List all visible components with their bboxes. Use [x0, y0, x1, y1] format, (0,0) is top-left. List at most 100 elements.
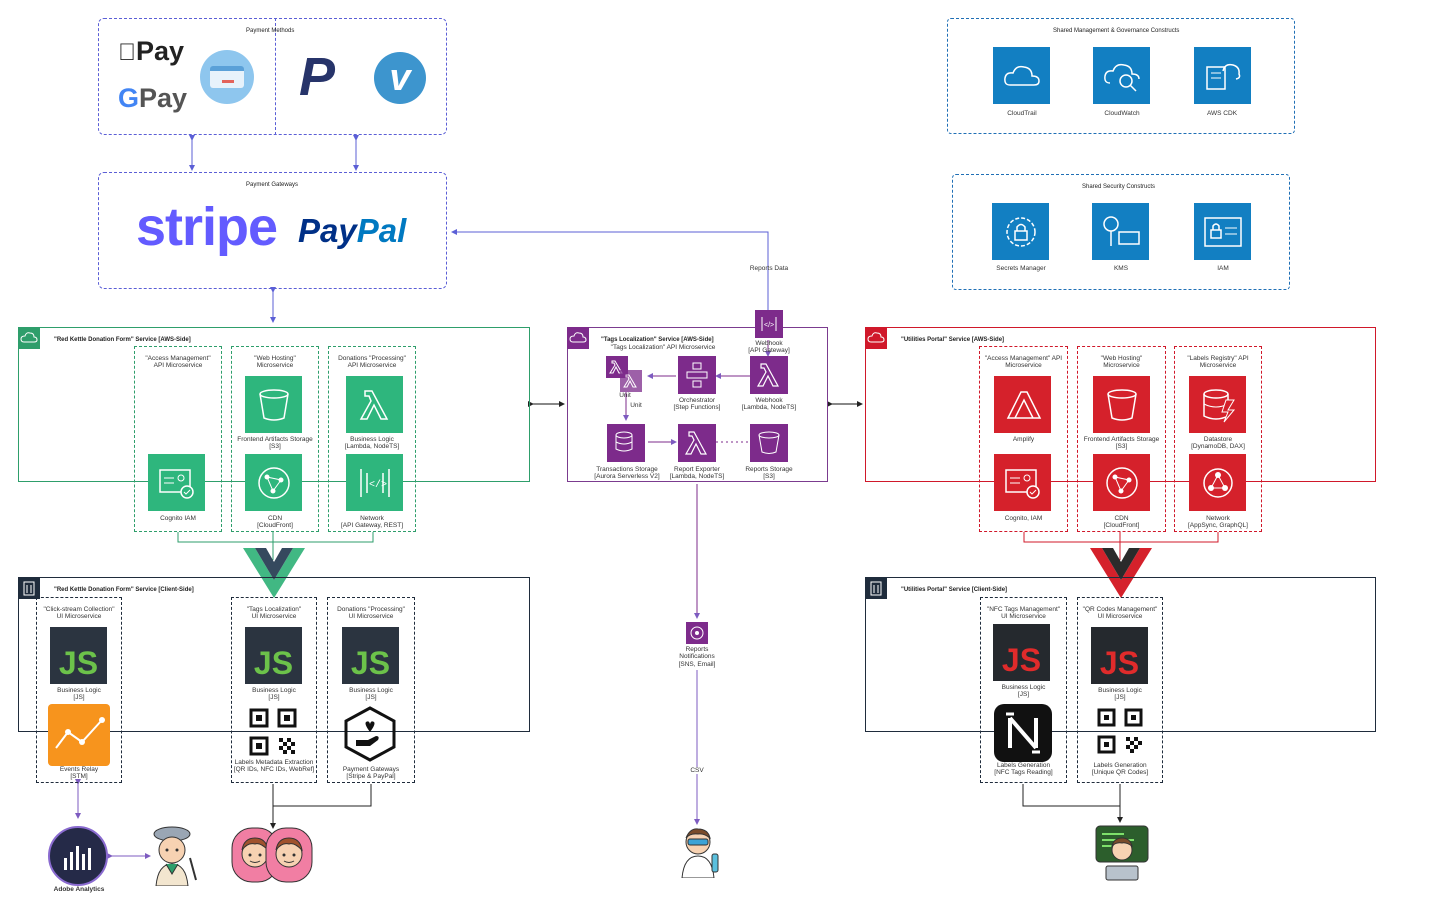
- stripe-logo: stripe: [136, 197, 278, 257]
- secrets-manager-label: Secrets Manager: [996, 265, 1046, 272]
- aurora-icon: [607, 424, 645, 462]
- qr-generation-label: Labels Generation [Unique QR Codes]: [1091, 762, 1149, 777]
- up-qr-label: "QR Codes Management" UI Microservice: [1082, 606, 1158, 621]
- rk-tags-ui-ms: [231, 597, 317, 783]
- scientist-avatar-icon: [676, 826, 722, 879]
- step-functions-icon: [678, 356, 716, 394]
- vue-logo: [243, 548, 305, 598]
- cloud-icon: [18, 327, 40, 349]
- payment-gateways-title: Payment Gateways: [246, 182, 299, 188]
- svg-text:</>: </>: [764, 322, 774, 329]
- up-cdn-label: CDN [CloudFront]: [1103, 515, 1140, 530]
- shared-management-title: Shared Management & Governance Construct…: [1053, 28, 1180, 34]
- utilities-portal-client-title: "Utilities Portal" Service [Client-Side]: [901, 587, 1008, 593]
- s3-bucket-icon: [245, 376, 302, 433]
- payment-methods-group: [98, 18, 447, 135]
- rk-bl-label: Business Logic [JS]: [252, 687, 296, 702]
- rk-tags-ui-label: "Tags Localization" UI Microservice: [246, 606, 302, 621]
- donation-hand-icon: [344, 706, 396, 762]
- amplify-icon: [994, 376, 1051, 433]
- lambda-icon: [678, 424, 716, 462]
- shared-security-group: [952, 174, 1290, 290]
- labels-extraction-label: Labels Metadata Extraction [QR IDs, NFC …: [233, 759, 315, 774]
- rk-lambda-label: Business Logic [Lambda, NodeTS]: [344, 436, 400, 451]
- events-relay-label: Events Relay [STM]: [59, 766, 99, 781]
- cloudwatch-label: CloudWatch: [1104, 110, 1140, 117]
- js-icon: JS: [993, 624, 1050, 681]
- apple-pay-logo: Pay: [118, 36, 184, 66]
- appsync-icon: [1189, 454, 1246, 511]
- sns-icon: [686, 622, 708, 644]
- qr-code-icon: [1097, 708, 1143, 754]
- rk-cognito-label: Cognito IAM: [160, 515, 196, 522]
- red-kettle-client-title: "Red Kettle Donation Form" Service [Clie…: [54, 587, 194, 593]
- api-gateway-icon: </>: [346, 454, 403, 511]
- cloudtrail-icon: [993, 47, 1050, 104]
- red-kettle-client-group: [18, 577, 530, 732]
- vue-logo: [1090, 548, 1152, 598]
- s3-bucket-icon: [1093, 376, 1150, 433]
- up-labels-registry-label: "Labels Registry" API Microservice: [1187, 355, 1249, 370]
- csv-label: CSV: [684, 767, 710, 775]
- analyst-avatar-icon: [150, 824, 200, 887]
- utilities-portal-aws-title: "Utilities Portal" Service [AWS-Side]: [901, 337, 1005, 343]
- reports-storage-label: Reports Storage [S3]: [745, 466, 793, 481]
- cloudtrail-label: CloudTrail: [1007, 110, 1037, 117]
- cloud-icon: [567, 327, 589, 349]
- adobe-analytics-label: Adobe Analytics: [53, 886, 105, 893]
- rk-access-mgmt-ms: [134, 346, 222, 532]
- rk-cdn-label: CDN [CloudFront]: [257, 515, 293, 530]
- s3-bucket-icon: [750, 424, 788, 462]
- up-access-mgmt-label: "Access Management" API Microservice: [984, 355, 1063, 370]
- up-network-label: Network [AppSync, GraphQL]: [1188, 515, 1248, 530]
- orchestrator-label: Orchestrator [Step Functions]: [673, 397, 721, 412]
- up-amplify-label: Amplify: [1012, 436, 1035, 443]
- google-pay-logo: GPay: [118, 83, 188, 113]
- up-datastore-label: Datastore [DynamoDB, DAX]: [1191, 436, 1245, 451]
- webhook-lambda-label: Webhook [Lambda, NodeTS]: [741, 397, 797, 412]
- rk-bl-label: Business Logic [JS]: [349, 687, 393, 702]
- payment-methods-title: Payment Methods: [246, 28, 295, 34]
- up-s3-label: Frontend Artifacts Storage [S3]: [1083, 436, 1160, 451]
- venmo-icon: v: [374, 52, 426, 104]
- webhook-api-label: Webhook [API Gateway]: [748, 340, 790, 355]
- cloud-icon: [865, 327, 887, 349]
- up-labels-registry-ms: [1174, 346, 1262, 532]
- unit-label-1: Unit: [619, 392, 631, 399]
- reports-data-label: Reports Data: [749, 265, 789, 272]
- cognito-icon: [148, 454, 205, 511]
- paypal-icon: P: [299, 47, 336, 107]
- nfc-icon: [994, 704, 1052, 762]
- cloudfront-icon: [245, 454, 302, 511]
- dynamodb-icon: [1189, 376, 1246, 433]
- secrets-manager-icon: [992, 203, 1049, 260]
- lambda-icon: [750, 356, 788, 394]
- rk-web-hosting-ms: [231, 346, 319, 532]
- js-icon: JS: [1091, 627, 1148, 684]
- rk-donations-ms: [328, 346, 416, 532]
- rk-donations-ui-ms: [327, 597, 415, 783]
- lambda-icon: [346, 376, 403, 433]
- js-icon: JS: [245, 627, 302, 684]
- credit-card-icon: [200, 50, 254, 104]
- shared-security-title: Shared Security Constructs: [1082, 184, 1156, 190]
- notifications-label: Reports Notifications [SNS, Email]: [678, 646, 716, 668]
- utilities-portal-client-group: [865, 577, 1376, 732]
- building-icon: [865, 577, 887, 599]
- tags-localization-aws-group: [567, 327, 828, 482]
- payment-gateways-label: Payment Gateways [Stripe & PayPal]: [342, 766, 400, 781]
- red-kettle-aws-title: "Red Kettle Donation Form" Service [AWS-…: [54, 337, 191, 343]
- rk-clickstream-label: "Click-stream Collection" UI Microservic…: [43, 606, 115, 621]
- up-nfc-ms: [980, 597, 1067, 783]
- iam-icon: [1194, 203, 1251, 260]
- svg-text:</>: </>: [369, 479, 387, 491]
- rk-network-label: Network [API Gateway, REST]: [340, 515, 403, 530]
- rk-clickstream-ms: [36, 597, 122, 783]
- nfc-generation-label: Labels Generation [NFC Tags Reading]: [994, 762, 1053, 777]
- up-access-mgmt-ms: [979, 346, 1068, 532]
- iam-label: IAM: [1217, 265, 1229, 272]
- aws-cdk-label: AWS CDK: [1206, 110, 1238, 117]
- payment-gateways-group: [98, 172, 447, 289]
- up-web-hosting-label: "Web Hosting" Microservice: [1100, 355, 1143, 370]
